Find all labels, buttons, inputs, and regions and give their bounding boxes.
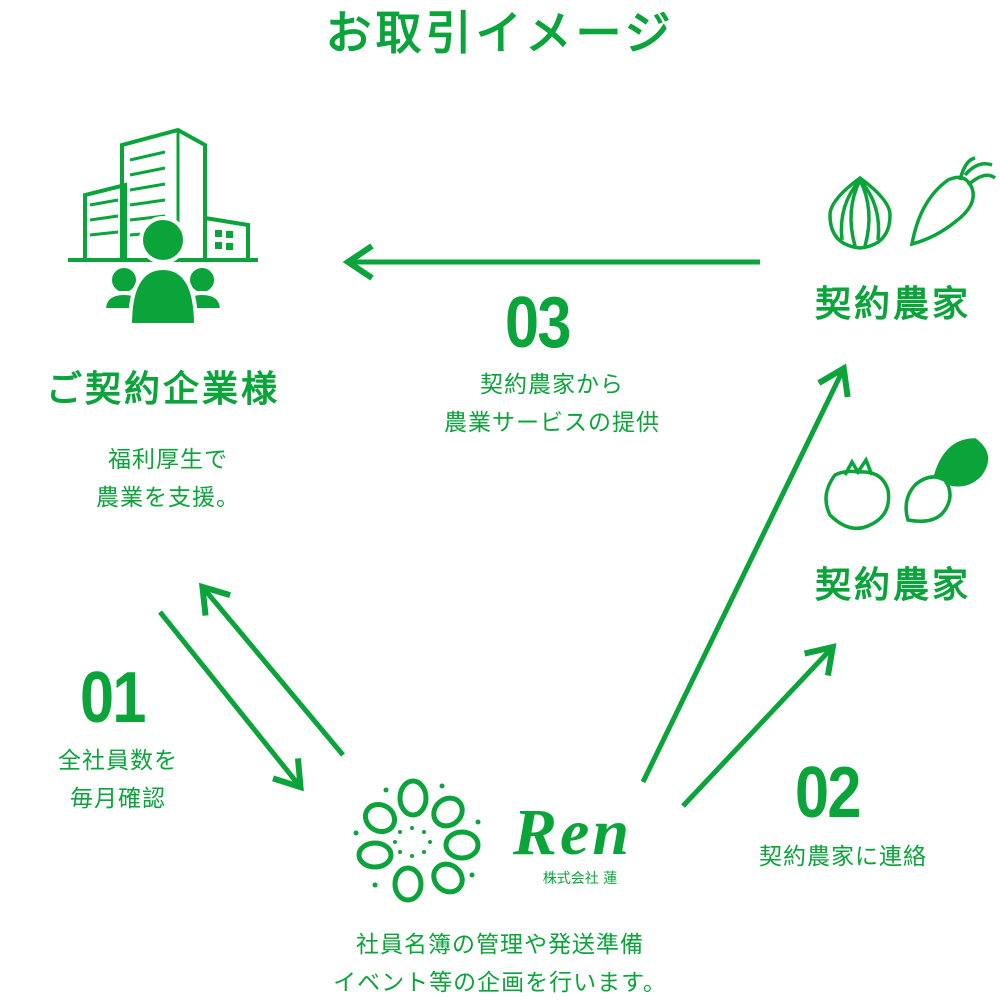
company-desc-line: 福利厚生で: [108, 447, 228, 473]
step-01-line: 毎月確認: [70, 786, 166, 812]
ren-desc-line: イベント等の企画を行います。: [333, 970, 667, 996]
company-label: ご契約企業様: [45, 369, 281, 410]
company-desc-line: 農業を支援。: [96, 485, 240, 511]
step-03-line: 契約農家から: [480, 372, 624, 398]
step-03-number: 03: [505, 283, 571, 363]
onion-icon: [828, 175, 892, 250]
farmer-label-1: 契約農家: [815, 284, 972, 325]
farmer-label-2: 契約農家: [815, 565, 972, 606]
logo-dots: [353, 783, 481, 888]
ren-logo-text: Ren: [513, 796, 633, 869]
ren-flower-logo: [356, 778, 481, 903]
page-title: お取引イメージ: [325, 6, 675, 60]
arrow-02-lower: [681, 643, 837, 808]
step-01-line: 全社員数を: [58, 748, 178, 774]
people-icon: [101, 216, 225, 327]
step-01-number: 01: [80, 658, 146, 738]
tomato-icon: [824, 456, 891, 531]
step-03-line: 農業サービスの提供: [444, 410, 660, 436]
step-02-number: 02: [795, 753, 861, 833]
step-01-text: 全社員数を 毎月確認: [58, 742, 178, 818]
company-desc: 福利厚生で 農業を支援。: [96, 441, 240, 517]
arrow-02-upper: [640, 363, 851, 784]
ren-company-name: 株式会社 蓮: [542, 871, 618, 887]
step-03-text: 契約農家から 農業サービスの提供: [444, 366, 660, 442]
turnip-icon: [904, 438, 989, 523]
arrow-01-up: [198, 582, 345, 757]
carrot-icon: [909, 156, 997, 247]
ren-desc-line: 社員名簿の管理や発送準備: [355, 932, 644, 958]
arrow-01-down: [158, 610, 304, 792]
step-02-text: 契約農家に連絡: [759, 844, 927, 870]
ren-desc: 社員名簿の管理や発送準備 イベント等の企画を行います。: [333, 926, 667, 1002]
